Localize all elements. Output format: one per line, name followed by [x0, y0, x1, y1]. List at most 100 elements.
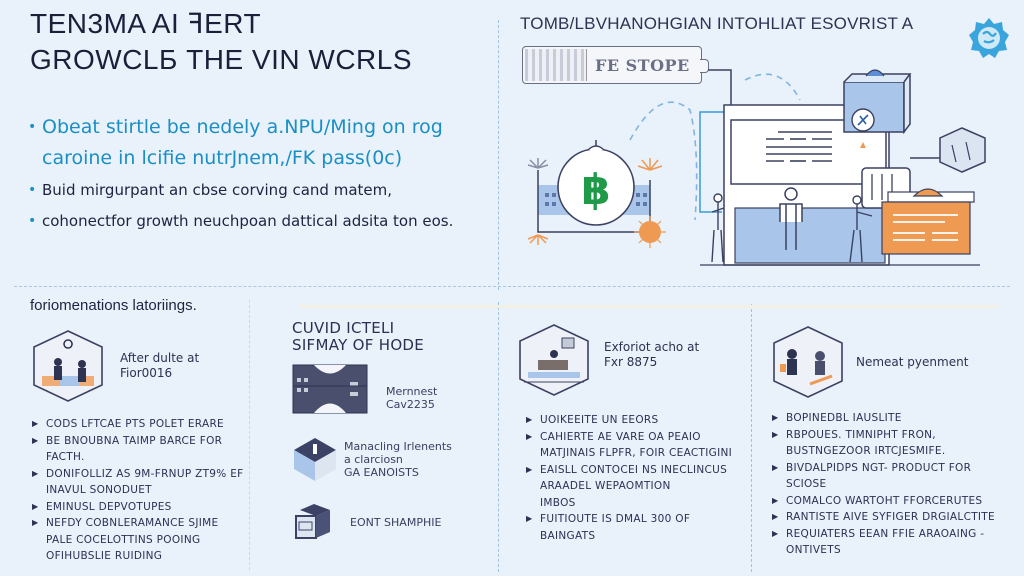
- bullet-dot-icon: •: [28, 213, 37, 229]
- caption-line: Exforiot acho at: [604, 340, 700, 354]
- triangle-bullet-icon: ▶: [526, 514, 533, 523]
- list-item-continued: ONTIVETS: [786, 544, 841, 556]
- column-1-heading: foriomenations latoriings.: [30, 297, 197, 314]
- caption-line: Fxr 8875: [604, 355, 658, 369]
- list-item: ▶RANTISTE AIVE SYFIGER DRGIALCTITE: [770, 509, 1020, 526]
- list-item-continued: BUSTNGEZOOR IRTCJESMIFE.: [786, 445, 946, 457]
- column-2: CUVID ICTELI SIFMAY OF HODE Mernnest Cav…: [292, 320, 492, 542]
- list-item-continued: SCIOSE: [786, 478, 827, 490]
- list-item-continued: INAVUL SONODUET: [46, 484, 152, 496]
- bullet-text: Buid mirgurpant an cbse corving cand mat…: [42, 181, 393, 199]
- column-4: Nemeat pyenment ▶BOPINEDBL IAUSLITE ▶RBP…: [770, 324, 1020, 559]
- list-item-continued: PALE COCELOTTINS POOING: [46, 533, 201, 546]
- triangle-bullet-icon: ▶: [772, 495, 779, 505]
- office-scene-hex-icon: [33, 330, 103, 402]
- server-panel-icon: [292, 364, 368, 414]
- triangle-bullet-icon: ▶: [772, 429, 779, 439]
- caption-line: GA EANOISTS: [344, 465, 419, 479]
- workstation-hex-icon: [519, 324, 589, 396]
- top-bullet-3: • cohonectfor growth neuchpoan dattical …: [28, 206, 478, 236]
- bullet-text: caroine in lcifie nutrJnem,/FK pass(0c): [42, 147, 403, 169]
- column-1-caption: After dulte at Fior0016: [120, 351, 199, 381]
- store-sign-label: FE STOPE: [595, 55, 690, 75]
- list-item-continued: OFIHUBSLIE RUIDING: [46, 550, 163, 562]
- triangle-bullet-icon: ▶: [772, 528, 779, 538]
- caption-line: Mernnest: [386, 385, 438, 398]
- column-4-list: ▶BOPINEDBL IAUSLITE ▶RBPOUES. TIMNIPHT F…: [770, 410, 1020, 559]
- page-headline: TEN3MA AI ꟻERT GROWCLБ THE VIN WCRLS: [30, 6, 480, 78]
- triangle-bullet-icon: ▶: [32, 518, 39, 527]
- list-item: ▶RBPOUES. TIMNIPHT FRON,: [770, 427, 1020, 444]
- column-2-row-1: Mernnest Cav2235: [292, 364, 492, 414]
- divider-highlight: [300, 305, 1000, 308]
- column-4-caption: Nemeat pyenment: [856, 354, 969, 369]
- row-3-caption: EONT SHAMPHIE: [350, 515, 442, 529]
- list-item: ▶NEFDY COBNLERAMANCE SJIME: [30, 515, 245, 532]
- caption-line: Cav2235: [386, 398, 435, 411]
- list-item: ▶EMINUSL DEPVOTUPES: [30, 499, 245, 516]
- column-2-row-3: EONT SHAMPHIE: [292, 502, 492, 542]
- badge-seal-icon: [969, 18, 1009, 58]
- list-item: ▶BE BNOUBNA TAIMP BARCE FOR: [30, 433, 245, 450]
- horizontal-divider: [14, 286, 1010, 287]
- top-bullet-list: • Obeat stirtle be nedely a.NPU/Ming on …: [28, 112, 478, 236]
- caption-line: a clarciosn: [344, 452, 403, 466]
- caption-line: Fior0016: [120, 366, 173, 380]
- column-1: foriomenations latoriings. After dulte a…: [30, 297, 245, 565]
- meeting-hex-icon: [773, 326, 843, 398]
- vertical-divider-col3: [751, 304, 752, 572]
- bullet-dot-icon: •: [28, 119, 37, 135]
- bullet-dot-icon: •: [28, 182, 37, 198]
- row-2-caption: Manacling Irlenents a clarciosn GA EANOI…: [344, 440, 452, 479]
- heading-line: CUVID ICTELI: [292, 319, 395, 337]
- list-item: ▶EAISLL CONTOCEI NS INECLINCUS: [524, 462, 746, 479]
- vertical-divider-top: [498, 20, 499, 290]
- cube-box-icon: [294, 438, 336, 481]
- triangle-bullet-icon: ▶: [526, 464, 533, 474]
- list-item: ▶BIVDALPIDPS NGT- PRODUCT FOR: [770, 460, 1020, 477]
- triangle-bullet-icon: ▶: [772, 462, 779, 472]
- list-item: ▶CODS LFTCAE PTS POLET ERARE: [30, 416, 245, 433]
- list-item: ▶FUITIOUTE IS DMAL 300 OF: [524, 511, 746, 528]
- column-3-caption: Exforiot acho at Fxr 8875: [604, 340, 699, 370]
- column-1-list: ▶CODS LFTCAE PTS POLET ERARE ▶BE BNOUBNA…: [30, 416, 245, 565]
- list-item-continued: ARAADEL WEPAOMTION: [540, 480, 671, 492]
- store-sign-thumbnail: [525, 49, 587, 81]
- headline-line-2: GROWCLБ THE VIN WCRLS: [30, 44, 413, 75]
- triangle-bullet-icon: ▶: [32, 501, 39, 511]
- list-item-continued: BAINGATS: [540, 529, 596, 542]
- list-item: ▶UOIKEEITE UN EEORS: [524, 412, 746, 429]
- caption-line: After dulte at: [120, 351, 200, 365]
- top-bullet-2: • Buid mirgurpant an cbse corving cand m…: [28, 175, 478, 205]
- headline-line-1: TEN3MA AI ꟻERT: [30, 8, 262, 39]
- list-item-continued: FACTH.: [46, 451, 85, 463]
- triangle-bullet-icon: ▶: [772, 512, 779, 521]
- column-2-row-2: Manacling Irlenents a clarciosn GA EANOI…: [292, 436, 492, 482]
- vertical-divider-col2: [498, 302, 499, 572]
- column-3-list: ▶UOIKEEITE UN EEORS ▶CAHIERTE AE VARE OA…: [524, 412, 746, 544]
- top-bullet-1: • Obeat stirtle be nedely a.NPU/Ming on …: [28, 112, 478, 174]
- list-item: ▶DONIFOLLIZ AS 9M-FRNUP ZT9% EF: [30, 466, 245, 483]
- column-3: Exforiot acho at Fxr 8875 ▶UOIKEEITE UN …: [516, 322, 746, 544]
- bullet-text: cohonectfor growth neuchpoan dattical ad…: [42, 212, 454, 230]
- triangle-bullet-icon: ▶: [32, 435, 39, 445]
- list-item: ▶CAHIERTE AE VARE OA PEAIO: [524, 429, 746, 446]
- storage-block-icon: [295, 504, 330, 539]
- list-item-continued: IMBOS: [540, 496, 576, 509]
- list-item-continued: MATJINAIS FLPFR, FOIR CEACTIGINI: [540, 447, 733, 459]
- store-sign: FE STOPE: [522, 46, 709, 84]
- caption-line: Manacling Irlenents: [344, 439, 452, 453]
- list-item: ▶COMALCO WARTOHT FFORCERUTES: [770, 493, 1020, 510]
- triangle-bullet-icon: ▶: [526, 415, 533, 424]
- bullet-text: Obeat stirtle be nedely a.NPU/Ming on ro…: [42, 116, 443, 138]
- triangle-bullet-icon: ▶: [32, 419, 39, 428]
- list-item: ▶REQUIATERS EEAN FFIE ARAOAING -: [770, 526, 1020, 543]
- column-2-heading: CUVID ICTELI SIFMAY OF HODE: [292, 320, 492, 354]
- triangle-bullet-icon: ▶: [32, 468, 39, 478]
- triangle-bullet-icon: ▶: [526, 431, 533, 441]
- currency-symbol: ฿: [581, 165, 610, 214]
- list-item: ▶BOPINEDBL IAUSLITE: [770, 410, 1020, 427]
- illustration-title: TOMB/LBVHANOHGIAN INTOHLIAT ESOVRIST A: [520, 14, 914, 33]
- network-illustration: ฿: [527, 69, 986, 266]
- row-1-caption: Mernnest Cav2235: [386, 385, 437, 411]
